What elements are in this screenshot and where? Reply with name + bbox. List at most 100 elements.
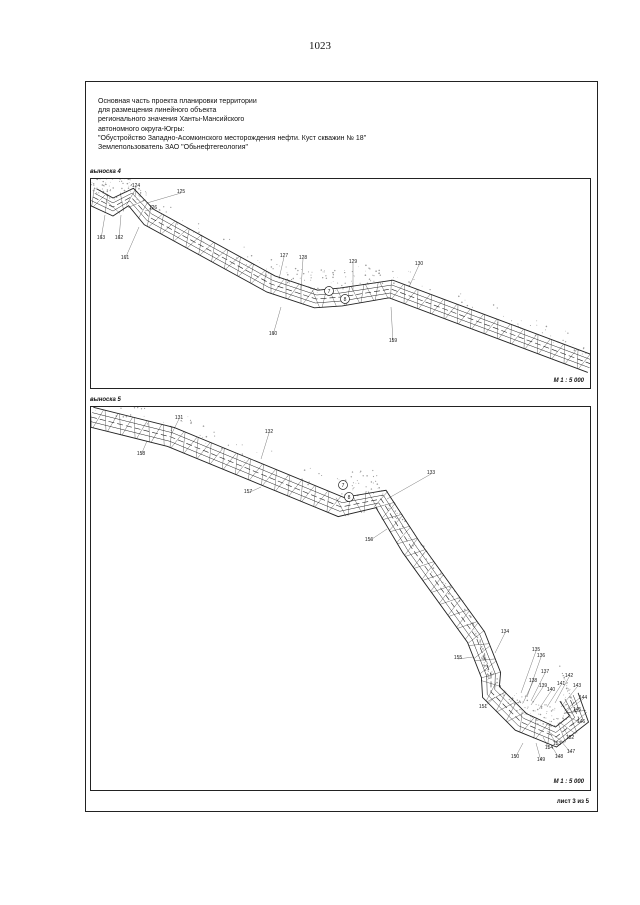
inset-5-terrain-dot	[516, 693, 517, 694]
inset-4-terrain-dot	[332, 276, 334, 279]
inset-5-terrain-dot	[563, 694, 565, 696]
inset-5-inner-line	[91, 421, 584, 742]
inset-5-terrain-dot	[489, 678, 491, 679]
inset-4-terrain-dot	[351, 271, 353, 273]
inset-4-terrain-dot	[344, 271, 346, 274]
inset-4-hatch	[272, 278, 285, 295]
inset-4-terrain-dot	[409, 271, 411, 273]
inset-5-terrain-dot	[567, 688, 569, 690]
inset-5-hatch	[570, 711, 588, 727]
inset-5-terrain-dot	[351, 471, 354, 473]
inset-4-hatch	[199, 242, 214, 256]
inset-4-terrain-dot	[344, 282, 346, 284]
inset-5-hatch	[396, 527, 411, 543]
inset-4-leader	[300, 258, 304, 290]
inset-5-terrain-dot	[370, 488, 373, 490]
inset-5-hatch	[547, 723, 551, 745]
inset-4-terrain-dot	[311, 271, 313, 273]
inset-4-terrain-dot	[104, 183, 107, 186]
inset-5-point-label: 137	[541, 669, 550, 675]
inset-5-terrain-dot	[205, 435, 208, 438]
inset-5-terrain-dot	[549, 706, 551, 708]
inset-5-point-label: 138	[529, 678, 538, 684]
inset-5-terrain-dot	[309, 467, 311, 469]
inset-5-terrain-dot	[373, 492, 374, 494]
inset-4-terrain-dot	[139, 196, 141, 198]
inset-4-hatch	[431, 298, 444, 315]
inset-4-hatch	[211, 242, 216, 262]
inset-4-leader	[408, 264, 420, 288]
inset-4-terrain-dot	[119, 179, 121, 180]
inset-4-terrain-dot	[301, 269, 303, 271]
inset-4-hatch	[287, 283, 300, 300]
inset-4-hatch	[126, 188, 136, 206]
inset-5-terrain-dot	[537, 719, 539, 721]
inset-5-terrain-dot	[378, 487, 380, 489]
inset-5-hatch	[430, 574, 444, 592]
inset-4-terrain-dot	[128, 185, 130, 187]
inset-5-point-label: 148	[555, 754, 564, 760]
inset-4-terrain-dot	[198, 231, 200, 233]
inset-4-hatch	[262, 271, 267, 290]
inset-5-terrain-dot	[464, 608, 466, 611]
inset-5-hatch	[363, 491, 367, 513]
inset-4-hatch	[417, 289, 419, 309]
inset-5-leader	[538, 690, 552, 710]
inset-5-terrain-dot	[485, 660, 488, 662]
inset-5-corridor	[91, 407, 590, 748]
inset-5-leader	[550, 744, 560, 759]
inset-4-terrain-dot	[286, 281, 289, 284]
inset-4-terrain-dot	[369, 268, 371, 270]
inset-5-point-label: 149	[537, 757, 546, 763]
inset-5-terrain-dot	[545, 704, 547, 706]
inset-5-terrain-dot	[370, 481, 373, 483]
inset-4-terrain-dot	[103, 184, 105, 187]
inset-4-hatch	[418, 293, 431, 310]
inset-4-terrain-dot	[265, 274, 268, 276]
inset-4-point-label: 126	[149, 205, 158, 211]
inset-4-terrain-dot	[572, 344, 574, 345]
inset-5-scale: М 1 : 5 000	[553, 779, 584, 785]
inset-5-terrain-dot	[535, 704, 537, 706]
inset-4-terrain-dot	[358, 266, 360, 268]
inset-5-terrain-dot	[345, 479, 347, 481]
inset-4-terrain-dot	[341, 284, 343, 287]
inset-5-terrain-dot	[352, 489, 354, 491]
inset-4-terrain-dot	[145, 194, 147, 196]
inset-4-terrain-dot	[496, 307, 498, 309]
inset-5-terrain-dot	[534, 710, 536, 712]
inset-5-terrain-dot	[469, 615, 472, 618]
inset-4-terrain-dot	[128, 182, 130, 183]
inset-5-hatch	[261, 464, 264, 486]
inset-4-terrain-dot	[332, 281, 334, 283]
inset-4-terrain-dot	[323, 271, 325, 273]
inset-5-terrain-dot	[382, 493, 384, 495]
inset-4-terrain-dot	[368, 267, 370, 269]
inset-4-terrain-dot	[582, 347, 585, 349]
inset-4-terrain-dot	[123, 189, 126, 192]
inset-5-hatch	[557, 722, 566, 743]
inset-4-hatch	[457, 304, 459, 324]
inset-4-leader	[272, 306, 282, 336]
inset-5-terrain-dot	[307, 483, 309, 486]
inset-5-terrain-dot	[353, 487, 355, 489]
inset-5-terrain-dot	[563, 712, 566, 714]
inset-5-terrain-dot	[352, 482, 354, 484]
inset-5-hatch	[248, 458, 251, 480]
inset-5-terrain-dot	[571, 712, 573, 714]
inset-5-hatch	[519, 711, 523, 733]
title-line: автономного округа-Югры:	[98, 125, 185, 133]
inset-4-terrain-dot	[106, 194, 107, 196]
inset-5-inner-line	[92, 412, 576, 733]
inset-5-terrain-dot	[431, 571, 433, 573]
inset-5-terrain-dot	[530, 712, 531, 714]
inset-4-terrain-dot	[272, 268, 274, 270]
inset-5-point-label: 140	[547, 687, 556, 693]
inset-5-terrain-dot	[372, 469, 374, 472]
inset-5-terrain-dot	[511, 700, 513, 702]
inset-4-terrain-dot	[139, 196, 141, 198]
inset-4-terrain-dot	[335, 289, 336, 291]
inset-5-leader	[560, 686, 578, 708]
inset-4-inner-line	[94, 192, 590, 360]
inset-5-hatch	[183, 436, 198, 454]
